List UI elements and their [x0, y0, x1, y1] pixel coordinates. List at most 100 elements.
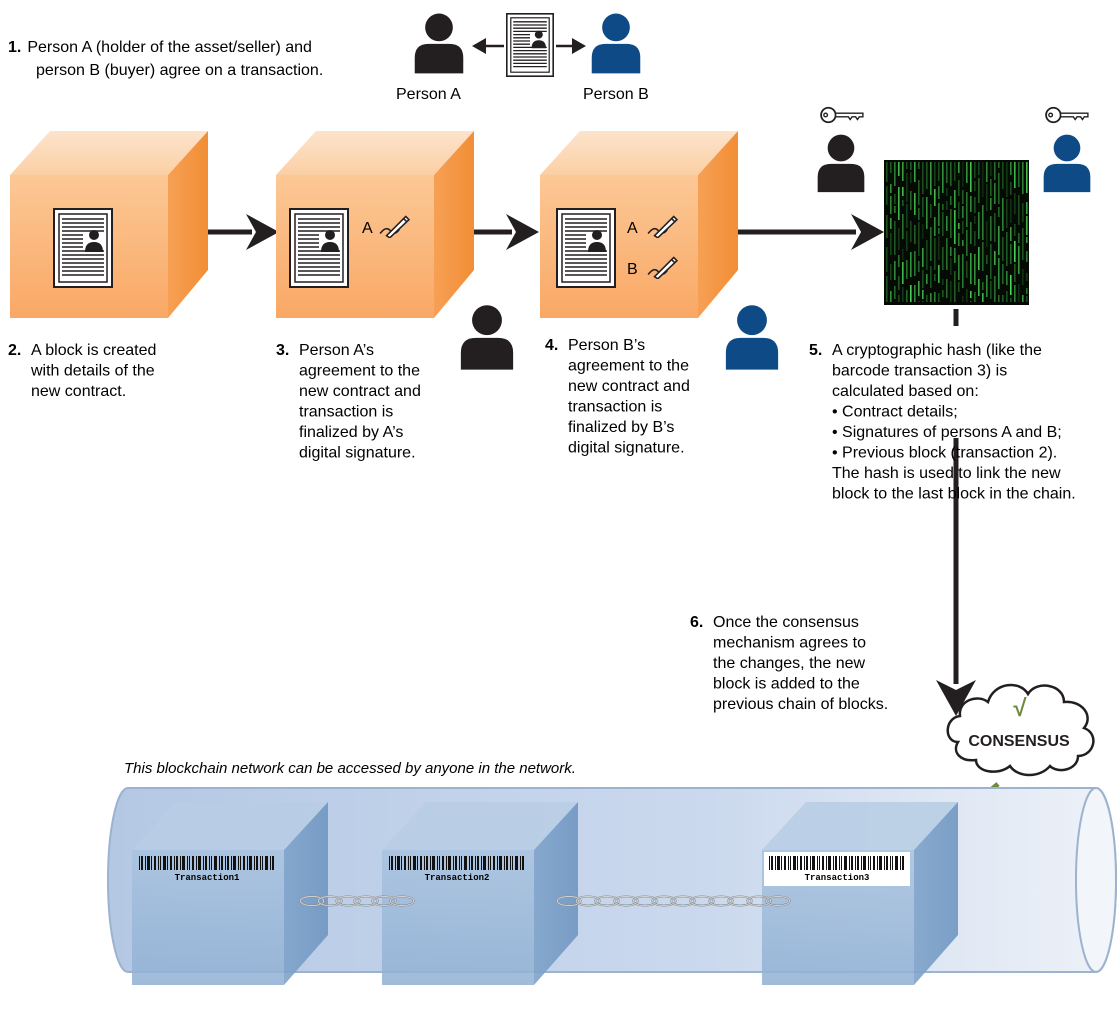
- matrix-glyph: [1014, 241, 1016, 262]
- matrix-glyph: [946, 279, 948, 298]
- step3-line: new contract and: [299, 383, 421, 400]
- matrix-glyph: [914, 193, 916, 215]
- matrix-glyph: [1018, 246, 1020, 274]
- matrix-glyph: [1022, 228, 1024, 260]
- network-note: This blockchain network can be accessed …: [124, 760, 576, 777]
- matrix-glyph: [950, 196, 952, 205]
- matrix-glyph: [1010, 162, 1012, 175]
- matrix-glyph: [926, 274, 928, 284]
- step4-line: Person B’s: [568, 337, 645, 354]
- matrix-glyph: [990, 162, 992, 176]
- matrix-glyph: [998, 295, 1000, 302]
- matrix-glyph: [890, 162, 892, 173]
- private-key-icon: [1045, 106, 1089, 124]
- step1-num: 1.: [8, 39, 21, 56]
- matrix-glyph: [886, 162, 888, 182]
- matrix-glyph: [1018, 195, 1020, 225]
- matrix-glyph: [1014, 162, 1016, 188]
- matrix-glyph: [1006, 291, 1008, 302]
- matrix-glyph: [1002, 162, 1004, 189]
- step5-text: 5.A cryptographic hash (like thebarcode …: [809, 342, 1076, 503]
- step3-line: Person A’s: [299, 342, 374, 359]
- matrix-glyph: [934, 292, 936, 302]
- matrix-glyph: [962, 190, 964, 204]
- matrix-glyph: [978, 178, 980, 203]
- matrix-glyph: [898, 187, 900, 220]
- matrix-glyph: [994, 162, 996, 180]
- matrix-glyph: [938, 265, 940, 283]
- matrix-glyph: [942, 204, 944, 210]
- matrix-glyph: [902, 187, 904, 196]
- matrix-glyph: [1006, 162, 1008, 197]
- matrix-glyph: [990, 179, 992, 196]
- arrow-down: [936, 438, 976, 716]
- matrix-glyph: [998, 207, 1000, 217]
- matrix-glyph: [886, 215, 888, 238]
- matrix-glyph: [1022, 269, 1024, 285]
- step2-num: 2.: [8, 342, 21, 359]
- matrix-glyph: [890, 264, 892, 280]
- matrix-glyph: [962, 254, 964, 288]
- matrix-glyph: [938, 162, 940, 181]
- step3-line: transaction is: [299, 404, 393, 421]
- block-1: [10, 131, 208, 318]
- contract-document-icon: [289, 208, 349, 288]
- person-a-icon: [460, 305, 514, 370]
- step4-num: 4.: [545, 337, 558, 354]
- matrix-glyph: [958, 223, 960, 229]
- matrix-glyph: [1010, 298, 1012, 302]
- matrix-glyph: [994, 276, 996, 302]
- matrix-glyph: [962, 296, 964, 302]
- cryptographic-hash-image: [884, 160, 1029, 305]
- contract-document-icon: [556, 208, 616, 288]
- person-b-label: Person B: [583, 86, 649, 103]
- step6-line: mechanism agrees to: [713, 635, 866, 652]
- step1-text-line1: 1.Person A (holder of the asset/seller) …: [8, 39, 312, 56]
- step6-num: 6.: [690, 614, 703, 631]
- matrix-glyph: [938, 293, 940, 302]
- matrix-glyph: [986, 162, 988, 182]
- matrix-glyph: [934, 238, 936, 270]
- step3-line: agreement to the: [299, 363, 420, 380]
- step5-line: The hash is used to link the new: [832, 465, 1061, 482]
- matrix-glyph: [1002, 264, 1004, 284]
- signature-a-label: A: [627, 220, 638, 237]
- matrix-glyph: [934, 274, 936, 281]
- matrix-glyph: [918, 180, 920, 205]
- matrix-glyph: [974, 292, 976, 302]
- matrix-glyph: [894, 194, 896, 204]
- matrix-glyph: [934, 162, 936, 186]
- matrix-glyph: [990, 281, 992, 299]
- matrix-glyph: [1022, 162, 1024, 194]
- matrix-glyph: [906, 173, 908, 202]
- block-2: A: [276, 131, 474, 318]
- chain-block-3: Transaction3: [762, 802, 958, 985]
- matrix-glyph: [930, 204, 932, 218]
- matrix-glyph: [954, 210, 956, 244]
- matrix-glyph: [1026, 202, 1028, 214]
- matrix-glyph: [894, 261, 896, 280]
- matrix-glyph: [958, 233, 960, 246]
- matrix-glyph: [938, 186, 940, 199]
- matrix-glyph: [1006, 232, 1008, 266]
- matrix-glyph: [1002, 237, 1004, 261]
- step3-line: digital signature.: [299, 445, 416, 462]
- person-a-icon: [414, 13, 464, 74]
- arrow-2: [474, 214, 539, 250]
- matrix-glyph: [958, 180, 960, 196]
- matrix-glyph: [970, 291, 972, 298]
- matrix-glyph: [938, 228, 940, 234]
- matrix-glyph: [902, 249, 904, 260]
- matrix-glyph: [902, 162, 904, 181]
- matrix-glyph: [990, 198, 992, 210]
- matrix-glyph: [906, 231, 908, 251]
- matrix-glyph: [970, 222, 972, 244]
- step5-line: block to the last block in the chain.: [832, 486, 1076, 503]
- matrix-glyph: [1026, 296, 1028, 302]
- matrix-glyph: [970, 162, 972, 192]
- matrix-glyph: [914, 251, 916, 276]
- matrix-glyph: [962, 240, 964, 246]
- matrix-glyph: [890, 218, 892, 229]
- matrix-glyph: [910, 285, 912, 302]
- matrix-glyph: [914, 225, 916, 244]
